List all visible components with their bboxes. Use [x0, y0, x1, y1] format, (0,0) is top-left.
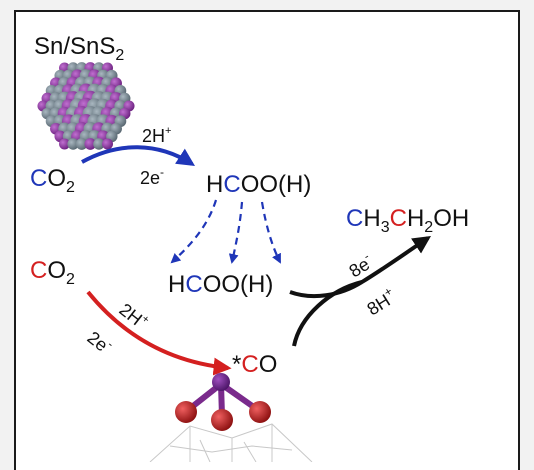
hcooh-top: HCOO(H)	[206, 171, 311, 198]
step1-top-label: 2H+	[142, 125, 171, 146]
co2-reactant-left: CO2	[30, 257, 75, 288]
arrow-co2-to-co	[86, 290, 232, 376]
step1-bottom-label: 2e-	[140, 165, 164, 188]
arrow-co-to-ethanol	[292, 280, 363, 347]
cluster-atom	[102, 138, 113, 150]
ethanol-product: CH3CH2OH	[346, 205, 469, 236]
cluster-atom	[75, 138, 88, 150]
nanoparticle-icon	[37, 62, 135, 150]
step3-bottom-label: 8H+	[362, 284, 400, 319]
adsorbed-co: *CO	[232, 351, 277, 378]
hcooh-bottom: HCOO(H)	[168, 271, 273, 298]
catalyst-label: Sn/SnS2	[34, 33, 124, 64]
arrow-co2-to-hcooh	[81, 145, 196, 166]
dashed-arrow-right	[260, 201, 281, 264]
co2-reactant-top: CO2	[30, 165, 75, 196]
cluster-atom	[84, 138, 97, 150]
dashed-arrow-left	[170, 199, 218, 264]
step2-top-label: 2H+	[116, 299, 152, 334]
cluster-atom	[93, 138, 105, 150]
dashed-arrow-middle	[228, 201, 244, 264]
surface-site-icon	[149, 373, 313, 462]
cluster-atom	[67, 138, 79, 150]
step2-bottom-label: 2e-	[84, 325, 117, 358]
cluster-atom	[59, 138, 70, 150]
